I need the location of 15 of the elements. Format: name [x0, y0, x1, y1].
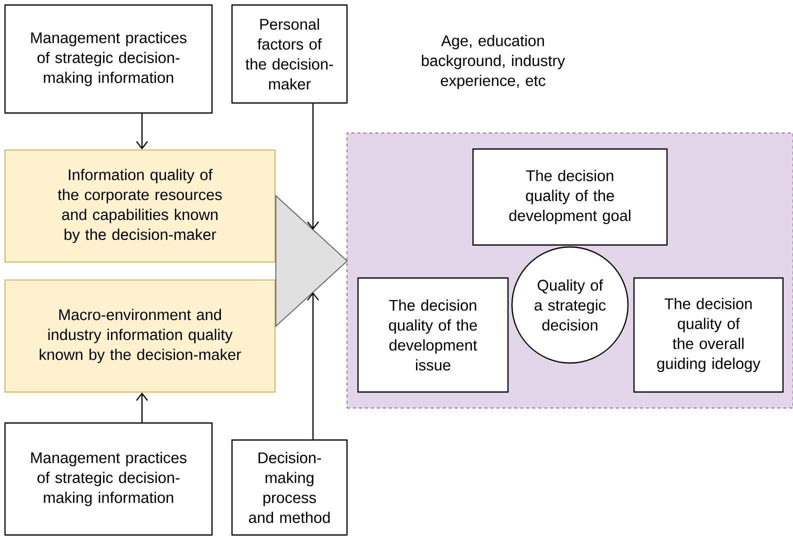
- text-box: Management practices of strategic decision-making information: [4, 422, 213, 536]
- arrow: [307, 292, 319, 440]
- text-box: Personal factors of the decision-maker: [231, 4, 348, 104]
- arrow: [136, 392, 148, 422]
- arrow: [136, 114, 148, 150]
- text-box: The decision quality of the development issue: [357, 277, 509, 393]
- text-box: Decision-making process and method: [231, 439, 348, 536]
- arrow: [307, 104, 319, 230]
- note-text: Age, education background, industry experience, etc: [422, 34, 566, 90]
- circle-node: Quality of a strategic decision: [511, 246, 629, 364]
- text-box: Management practices of strategic decision-making information: [4, 4, 213, 114]
- input-box: Macro-environment and industry information quality known by the decision-maker: [4, 280, 276, 392]
- text-box: The decision quality of the development goal: [472, 148, 668, 246]
- text-box: The decision quality of the overall guiding idelogy: [633, 277, 784, 393]
- input-box: Information quality of the corporate resources and capabilities known by the decision-maker: [4, 150, 276, 262]
